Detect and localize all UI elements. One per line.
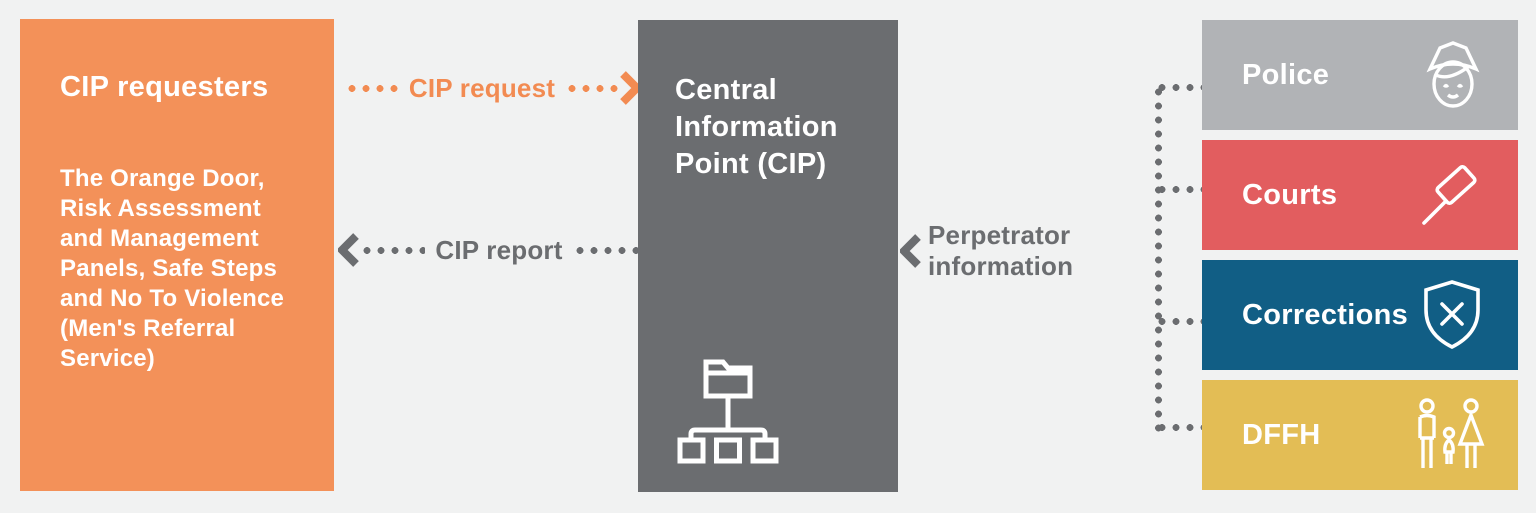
source-box-corrections: Corrections (1202, 260, 1518, 370)
cip-requesters-box: CIP requesters The Orange Door, Risk Ass… (20, 19, 334, 491)
shield-x-icon (1424, 280, 1480, 350)
police-officer-icon (1426, 41, 1480, 108)
source-box-police: Police (1202, 20, 1518, 130)
arrow-right-icon (620, 71, 641, 105)
gavel-icon (1422, 164, 1477, 225)
dotted-line (345, 84, 399, 92)
cip-request-flow: CIP request (345, 68, 641, 108)
perpetrator-information-label: Perpetrator information (928, 220, 1074, 281)
connector-stub-corrections (1155, 318, 1203, 325)
arrow-left-icon (900, 234, 921, 268)
courts-label: Courts (1242, 178, 1338, 211)
cip-report-label: CIP report (435, 234, 563, 265)
connector-stub-police (1155, 84, 1203, 91)
dotted-line (572, 246, 638, 254)
requesters-description: The Orange Door, Risk Assessment and Man… (60, 165, 285, 372)
cip-request-label: CIP request (408, 72, 556, 103)
cip-report-flow: CIP report (338, 230, 638, 270)
dotted-line (360, 246, 426, 254)
source-box-courts: Courts (1202, 140, 1518, 250)
dotted-line (565, 84, 619, 92)
connector-stub-dffh (1155, 424, 1203, 431)
requesters-title: CIP requesters (60, 71, 269, 103)
police-label: Police (1242, 58, 1330, 91)
source-box-dffh: DFFH (1202, 380, 1518, 490)
cip-title: Central Information Point (CIP) (675, 74, 838, 180)
perpetrator-information-flow: Perpetrator information (900, 220, 1162, 282)
central-information-point-box: Central Information Point (CIP) (638, 20, 898, 492)
corrections-label: Corrections (1242, 298, 1409, 331)
dffh-label: DFFH (1242, 418, 1321, 451)
family-icon (1418, 398, 1485, 468)
connector-vertical-dotted-line (1155, 85, 1162, 432)
arrow-left-icon (338, 233, 359, 267)
folder-hierarchy-icon (677, 359, 779, 464)
connector-stub-courts (1155, 186, 1203, 193)
